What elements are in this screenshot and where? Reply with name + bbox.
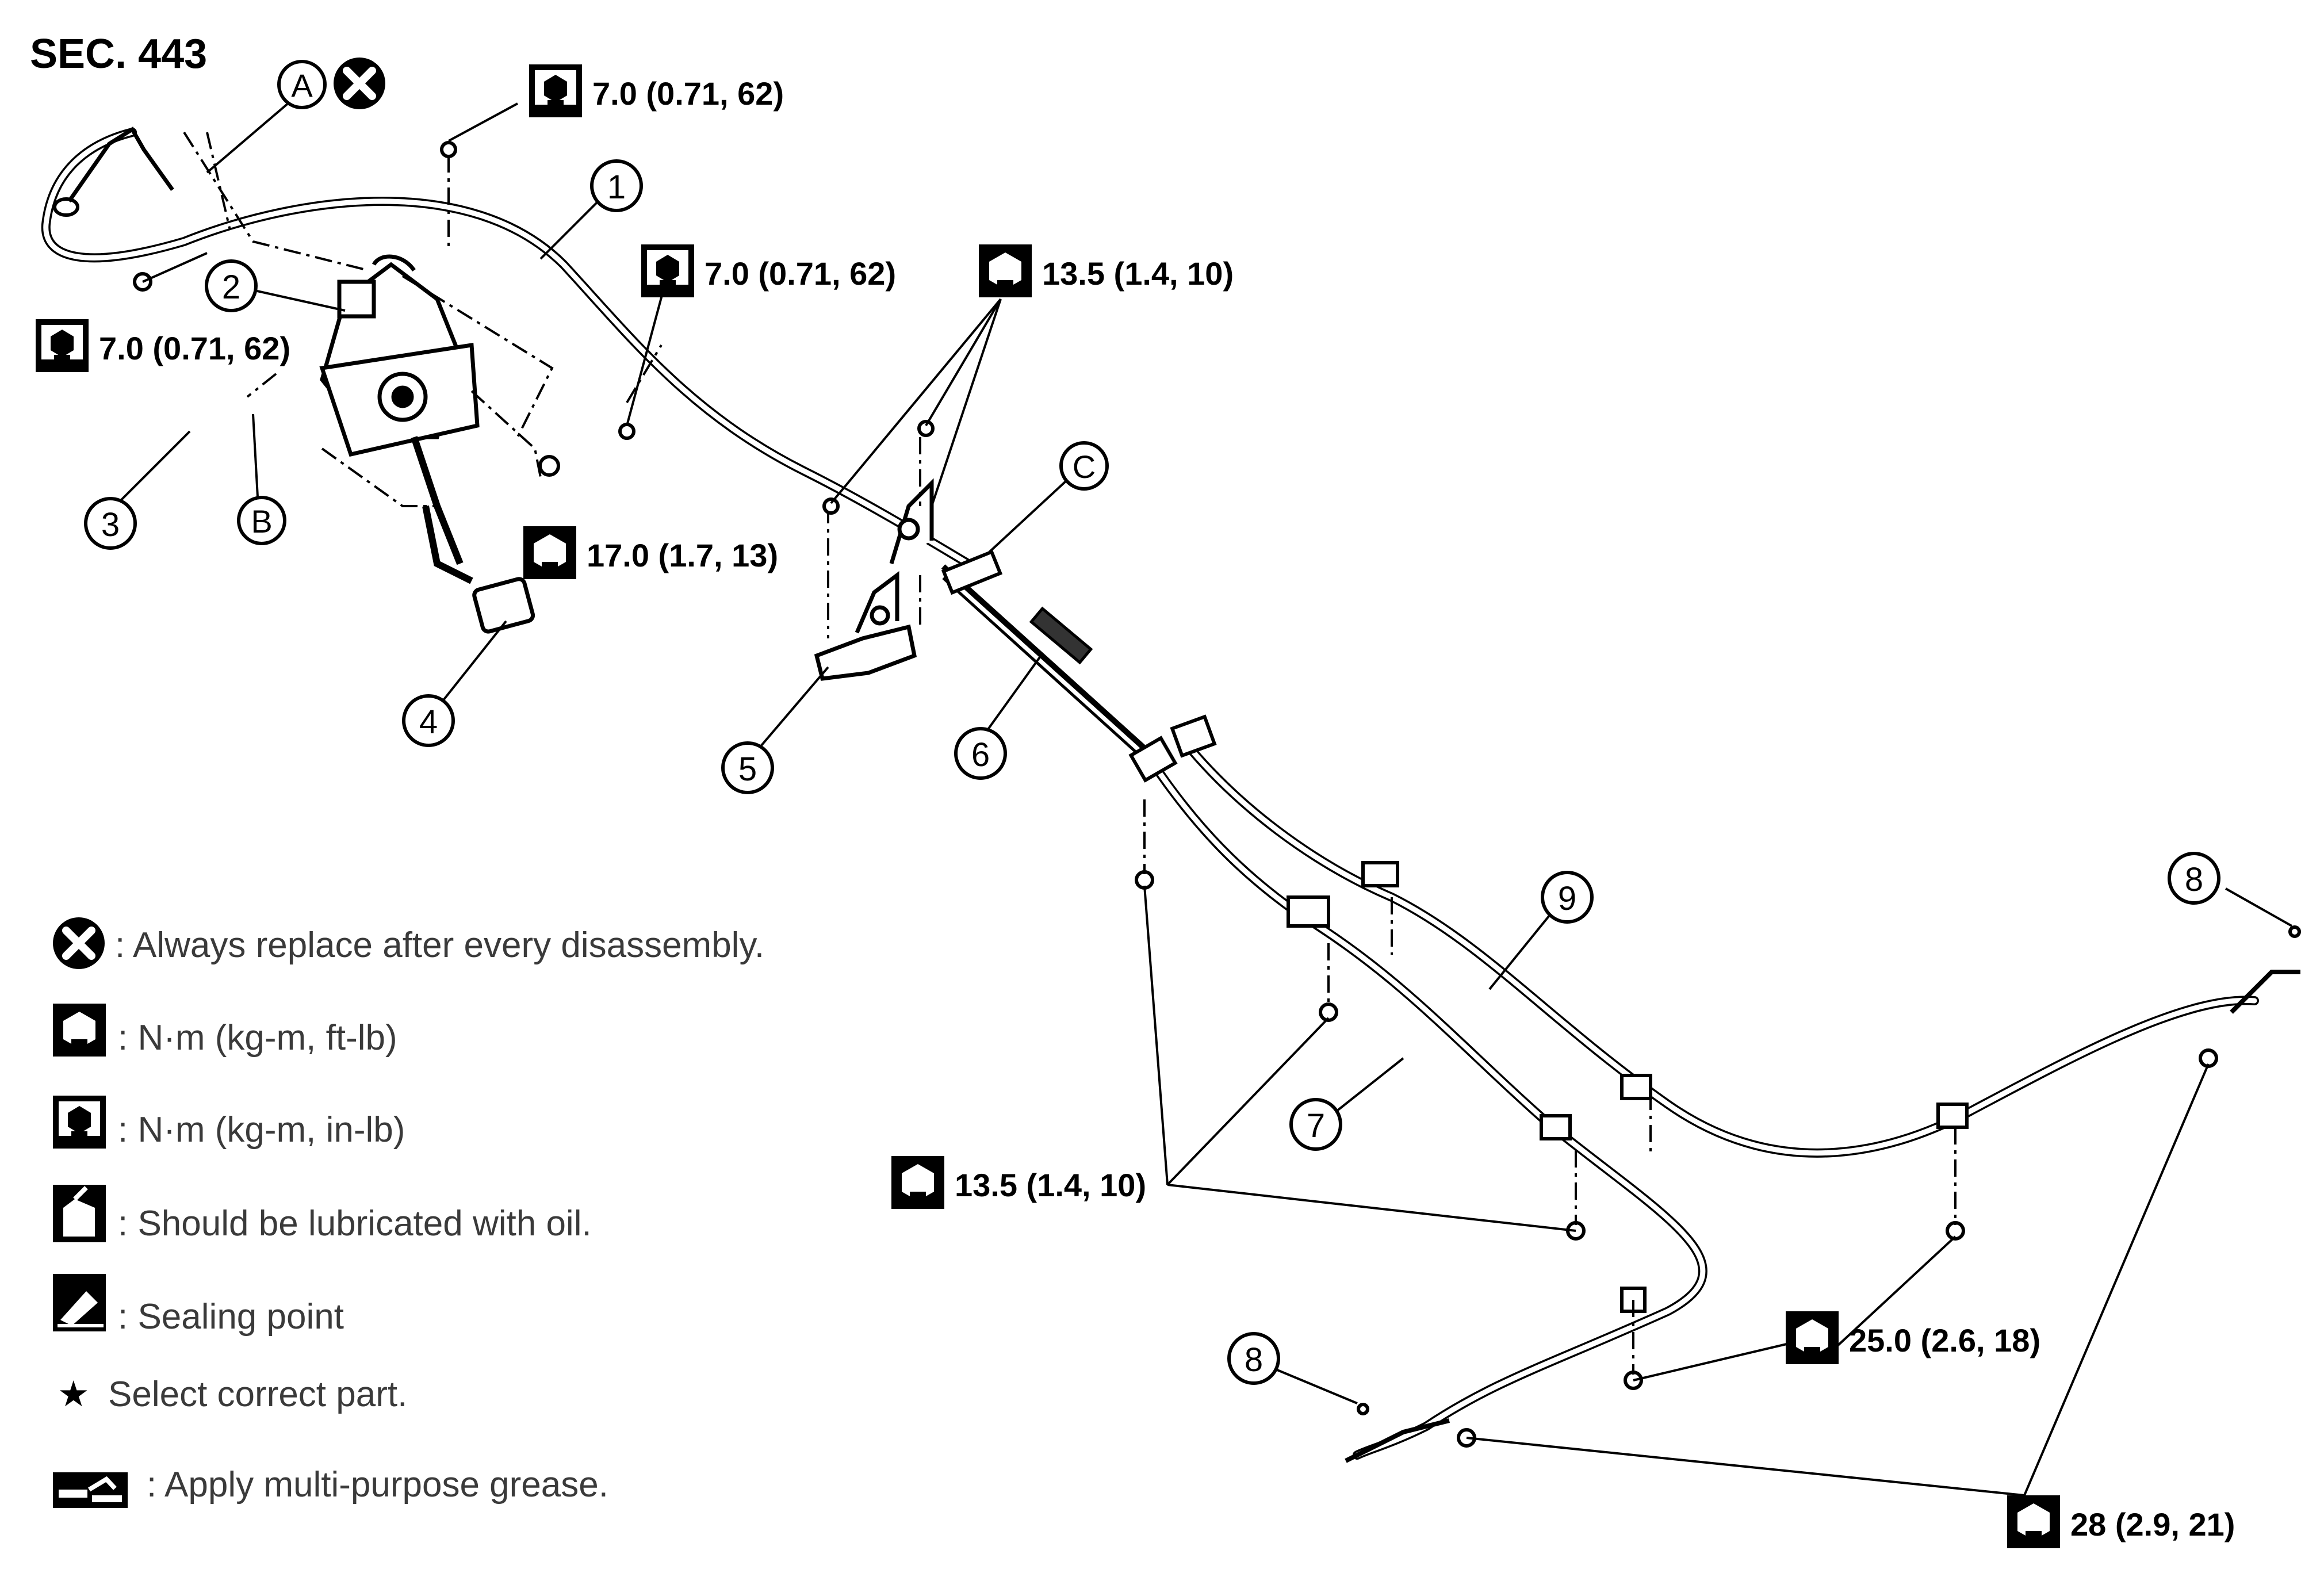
section-title: SEC. 443 [30,31,207,77]
torque-pedal: 17.0 (1.7, 13) [523,526,778,579]
svg-text:1: 1 [607,169,626,206]
svg-text:: Always replace after every d: : Always replace after every disassembly… [115,925,764,965]
ref-letter-c: C [1059,441,1109,491]
svg-text:A: A [291,67,313,104]
svg-text:B: B [251,503,272,539]
svg-text:8: 8 [2185,861,2203,898]
grease-icon [53,1472,128,1508]
legend-select: ★ Select correct part. [58,1375,407,1414]
svg-text:7.0 (0.71, 62): 7.0 (0.71, 62) [705,255,896,292]
svg-text:7: 7 [1307,1107,1325,1145]
svg-text:C: C [1073,449,1096,485]
callout-6: 6 [954,727,1007,780]
torque-mid: 7.0 (0.71, 62) [641,244,896,297]
legend-oil: : Should be lubricated with oil. [53,1185,592,1243]
callout-9: 9 [1541,871,1594,924]
callout-5: 5 [721,741,774,794]
star-icon: ★ [58,1375,90,1414]
svg-text:3: 3 [101,506,120,543]
svg-text:17.0 (1.7, 13): 17.0 (1.7, 13) [587,537,778,573]
torque-lower: 13.5 (1.4, 10) [891,1156,1146,1209]
oil-can-icon [53,1185,106,1242]
callout-7: 7 [1289,1098,1342,1151]
legend-replace: : Always replace after every disassembly… [53,917,764,969]
svg-text:7.0 (0.71, 62): 7.0 (0.71, 62) [592,75,784,112]
callout-8-right: 8 [2168,852,2220,905]
svg-text:8: 8 [1245,1341,1263,1379]
legend-seal: : Sealing point [53,1274,344,1337]
svg-text:4: 4 [419,703,438,741]
svg-text:: N·m (kg-m, ft-lb): : N·m (kg-m, ft-lb) [118,1018,397,1058]
callout-2: 2 [205,259,258,312]
bracket-assembly [814,478,934,681]
svg-text:9: 9 [1558,880,1576,917]
legend-grease: : Apply multi-purpose grease. [53,1465,608,1508]
svg-text:6: 6 [971,736,990,774]
svg-text:: Apply multi-purpose grease.: : Apply multi-purpose grease. [147,1465,608,1505]
svg-text:28 (2.9, 21): 28 (2.9, 21) [2070,1506,2235,1542]
svg-text:2: 2 [222,269,240,306]
svg-text:7.0 (0.71, 62): 7.0 (0.71, 62) [99,330,290,366]
svg-text:Select correct part.: Select correct part. [108,1375,407,1414]
torque-top-center: 7.0 (0.71, 62) [529,64,784,117]
svg-text:25.0 (2.6, 18): 25.0 (2.6, 18) [1849,1322,2040,1358]
sealing-point-icon [53,1274,106,1331]
svg-text:13.5 (1.4, 10): 13.5 (1.4, 10) [955,1167,1146,1203]
callout-8-left: 8 [1227,1332,1280,1385]
torque-rear: 25.0 (2.6, 18) [1786,1311,2040,1364]
ref-letter-a: A [277,60,327,109]
callout-1: 1 [590,159,643,212]
svg-text:: Sealing point: : Sealing point [118,1297,344,1337]
torque-left: 7.0 (0.71, 62) [36,319,290,372]
ref-letter-b: B [237,496,286,545]
svg-text:5: 5 [738,751,757,788]
callout-3: 3 [84,497,137,550]
svg-text:: N·m (kg-m, in-lb): : N·m (kg-m, in-lb) [118,1110,405,1150]
torque-bracket: 13.5 (1.4, 10) [979,244,1234,297]
torque-backplate: 28 (2.9, 21) [2007,1495,2235,1548]
svg-text:13.5 (1.4, 10): 13.5 (1.4, 10) [1042,255,1234,292]
legend: : Always replace after every disassembly… [53,917,764,1508]
svg-text:: Should be lubricated with oi: : Should be lubricated with oil. [118,1204,592,1243]
legend-nm-ftlb: : N·m (kg-m, ft-lb) [53,1004,397,1058]
always-replace-icon [334,58,385,109]
callout-4: 4 [402,694,455,747]
pedal-assembly [319,254,535,634]
legend-nm-inlb: : N·m (kg-m, in-lb) [53,1096,405,1150]
